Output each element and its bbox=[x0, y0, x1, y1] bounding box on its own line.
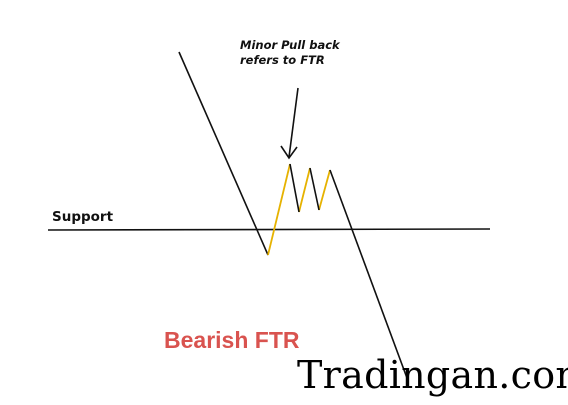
support-label: Support bbox=[52, 209, 114, 225]
support-line bbox=[47, 228, 491, 231]
pullback-black-legs-2 bbox=[309, 167, 320, 211]
annotation-arrow-shaft bbox=[288, 87, 299, 158]
bearish-leg-in bbox=[178, 51, 269, 256]
watermark: Tradingan.com bbox=[297, 353, 568, 397]
pullback-yellow-mid2 bbox=[318, 169, 331, 211]
pullback-yellow-legs bbox=[267, 163, 291, 256]
annotation-arrow-head bbox=[280, 145, 298, 160]
annotation-line-2: refers to FTR bbox=[240, 53, 325, 67]
pullback-black-legs bbox=[289, 163, 300, 213]
annotation-line-1: Minor Pull back bbox=[240, 38, 340, 52]
pullback-yellow-mid bbox=[298, 167, 311, 213]
bearish-breakdown-leg bbox=[329, 169, 408, 379]
pattern-title: Bearish FTR bbox=[164, 327, 300, 353]
annotation-text: Minor Pull back refers to FTR bbox=[240, 38, 340, 68]
